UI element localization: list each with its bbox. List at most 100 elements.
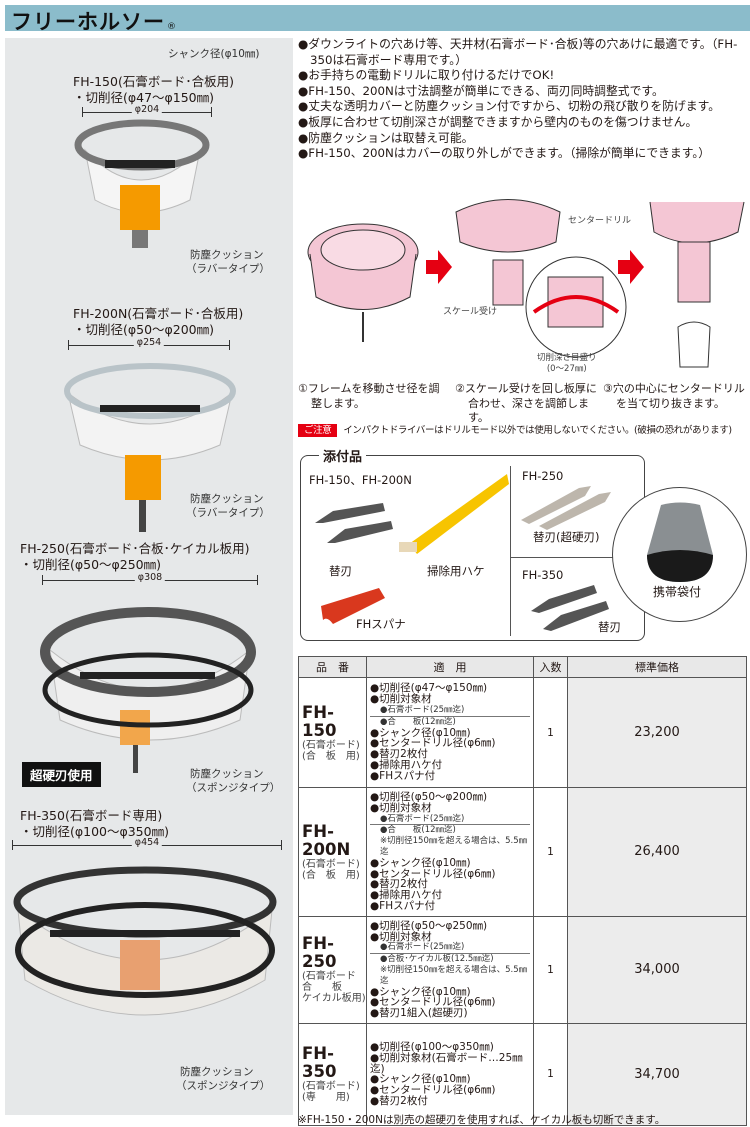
dim-label: φ254 [133,337,165,348]
use-cell: ●切削径(φ50～φ200㎜)●切削対象材●石膏ボード(25㎜迄)●合 板(12… [366,787,534,917]
feature-item: ●板厚に合わせて切削深さが調整できますから壁内のものを傷つけません。 [298,114,698,129]
scale-receiver-label: スケール受け [443,307,498,317]
fh350-cushion-type: （スポンジタイプ） [176,1080,271,1092]
use-cell: ●切削径(φ100～φ350㎜)●切削対象材(石膏ボード…25㎜迄)●シャンク径… [366,1022,534,1126]
caution-text: インパクトドライバーはドリルモード以外では使用しないでください。(破損の恐れがあ… [343,425,732,436]
step1-illustration [307,223,419,342]
model-material: (石膏ボード [302,971,356,983]
use-item: ●シャンク径(φ10㎜) [370,856,471,869]
feature-item: ●FH-150、200Nはカバーの取り外しができます。（掃除が簡単にできます。） [298,146,711,161]
use-item: ●切削径(φ50～φ250㎜) [370,919,488,932]
feature-item: ●丈夫な透明カバーと防塵クッション付ですから、切粉の飛び散りを防げます。 [298,99,721,114]
fh200n-name: FH-200N(石膏ボード･合板用) [73,306,244,321]
use-item: ●石膏ボード(25㎜迄) [370,942,530,955]
divider [510,466,511,636]
feature-item: ●お手持ちの電動ドリルに取り付けるだけでOK! [298,68,555,83]
dim-label: φ308 [134,572,166,583]
fh350-name: FH-350(石膏ボード専用) [20,808,163,823]
fh350-image [13,866,277,1016]
use-item: ●替刃1組入(超硬刃) [370,1007,468,1020]
qty-cell: 1 [533,677,568,788]
spanner-label: FHスパナ [356,617,406,631]
use-item: ●センタードリル径(φ6㎜) [370,737,496,750]
feature-item: ●防塵クッションは取替え可能。 [298,130,474,145]
footnote: ※FH-150・200Nは別売の超硬刃を使用すれば、ケイカル板も切断できます。 [298,1114,666,1126]
fh150-cushion-label: 防塵クッション [190,249,264,261]
carbide-blade-label: 替刃(超硬刃) [533,530,600,544]
fh150-name: FH-150(石膏ボード･合板用) [73,74,234,89]
price-cell: 26,400 [567,787,747,917]
model-cell: FH-250(石膏ボード合 板ケイカル板用) [298,915,367,1024]
carry-bag-label: 携帯袋付 [653,585,702,599]
use-item: ●切削径(φ50～φ200㎜) [370,791,488,803]
title-bar: フリーホルソー® [5,5,750,34]
shank-label: シャンク径(φ10㎜) [168,48,260,60]
carry-bag-circle: 携帯袋付 [612,487,747,622]
model-cell: FH-200N(石膏ボード)(合 板 用) [298,787,367,917]
qty-cell: 1 [533,915,568,1024]
model-material: 合 板 [302,982,342,994]
step-1: ①フレームを移動させ径を調整します。 [298,382,440,410]
use-item: ●石膏ボード(25㎜迄) [370,814,530,826]
step3-illustration [649,201,745,368]
accessories-box: 添付品 FH-150、FH-200N 替刃 掃除用ハケ FHスパナ FH-250… [300,446,645,641]
use-item: ●掃除用ハケ付 [370,889,443,902]
use-item: ※切削径150㎜を超える場合は、5.5㎜迄 [380,836,528,857]
feature-item: ●FH-150、200Nは寸法調整が簡単にできる、両刃同時調整式です。 [298,83,664,98]
table-row: FH-350(石膏ボード)(専 用)●切削径(φ100～φ350㎜)●切削対象材… [298,1022,747,1126]
depth-range-text: (0～27㎜) [546,364,587,374]
model-material: (専 用) [302,1092,350,1104]
group-fh150-200n: FH-150、FH-200N [309,473,412,487]
carry-bag-image [647,502,713,582]
blade-label: 替刃 [598,620,621,634]
step2-illustration [455,199,627,358]
table-row: FH-150(石膏ボード)(合 板 用)●切削径(φ47～φ150㎜)●切削対象… [298,677,747,788]
model-material: (合 板 用) [302,869,360,881]
use-cell: ●切削径(φ50～φ250㎜)●切削対象材●石膏ボード(25㎜迄)●合板･ケイカ… [366,915,534,1024]
model-number: FH-200N [302,821,351,859]
fh350-dimension: φ454 [12,837,282,850]
use-item: ●石膏ボード(25㎜迄) [370,705,530,717]
use-item: ●合板･ケイカル板(12.5㎜迄) [380,954,494,965]
price-cell: 34,000 [567,915,747,1024]
caution-note: ご注意インパクトドライバーはドリルモード以外では使用しないでください。(破損の恐… [298,424,748,437]
table-row: FH-250(石膏ボード合 板ケイカル板用)●切削径(φ50～φ250㎜)●切削… [298,915,747,1024]
title-text: フリーホルソー [11,10,165,34]
fh150-cushion-type: （ラバータイプ） [186,263,270,275]
blade-image [315,503,393,543]
fh250-dimension: φ308 [42,572,258,585]
spanner-image [321,588,385,624]
use-item: ●切削径(φ47～φ150㎜) [370,682,488,695]
fh200n-cushion-label: 防塵クッション [190,493,264,505]
use-item: ●合 板(12㎜迄) [380,716,456,727]
fh250-cushion-type: （スポンジタイプ） [186,782,281,794]
col-model: 品 番 [298,656,367,678]
accessories-title: 添付品 [319,446,367,465]
page-title: フリーホルソー® [11,6,177,36]
use-item: ●センタードリル径(φ6㎜) [370,1084,496,1097]
use-item: ●替刃2枚付 [370,878,428,891]
use-item: ●切削対象材 [370,693,432,706]
step-2: ②スケール受けを回し板厚に合わせ、深さを調節します。 [455,382,597,424]
fh200n-image [64,363,236,532]
model-material: (石膏ボード) [302,739,360,751]
use-item: ●替刃2枚付 [370,1095,428,1108]
use-item: ●切削対象材 [370,801,432,814]
blade-image [531,585,609,631]
use-item: ●FHスパナ付 [370,769,436,782]
qty-cell: 1 [533,787,568,917]
model-cell: FH-350(石膏ボード)(専 用) [298,1022,367,1126]
col-qty: 入数 [533,656,568,678]
use-item: ●掃除用ハケ付 [370,758,443,771]
depth-scale-text: 切削深さ目盛り [537,353,597,363]
model-number: FH-250 [302,934,337,972]
group-fh350: FH-350 [522,568,564,582]
fh250-cut: ・切削径(φ50～φ250㎜) [20,557,162,572]
feature-list: ●ダウンライトの穴あけ等、天井材(石膏ボード･合板)等の穴あけに最適です。（FH… [298,37,748,162]
fh250-image [40,607,256,773]
fh350-cushion-label: 防塵クッション [180,1066,254,1078]
fh150-cut: ・切削径(φ47～φ150㎜) [73,90,215,105]
divider [510,557,645,558]
use-item: ●センタードリル径(φ6㎜) [370,996,496,1009]
use-item: ●FHスパナ付 [370,899,436,912]
